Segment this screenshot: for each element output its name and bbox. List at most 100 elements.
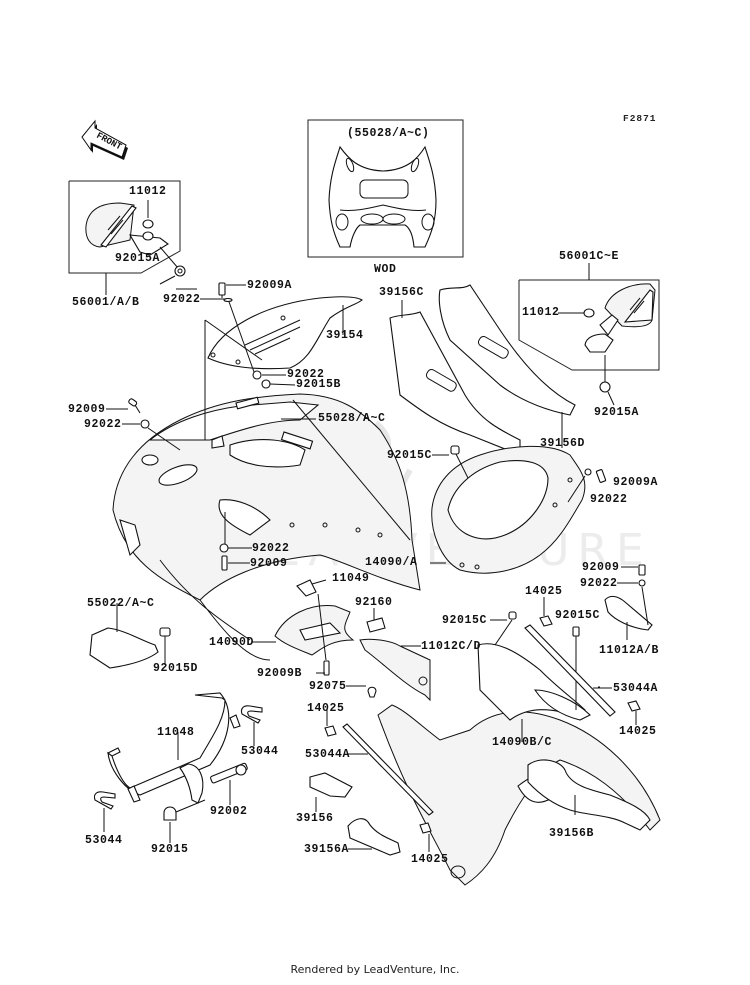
trim-strip-53044A-right — [524, 624, 616, 717]
part-label[interactable]: 39156A — [304, 843, 350, 856]
part-label[interactable]: 92015C — [555, 609, 601, 622]
right-mirror-cap-11012 — [583, 308, 595, 318]
part-label[interactable]: 92015D — [153, 662, 199, 675]
left-mirror-inset — [68, 180, 186, 295]
part-label[interactable]: 92015A — [594, 406, 640, 419]
right-mirror-base — [584, 333, 614, 353]
part-label[interactable]: 92009 — [582, 561, 620, 574]
part-label[interactable]: 14090/A — [365, 556, 418, 569]
part-label[interactable]: 14025 — [307, 702, 345, 715]
right-mirror-inset — [518, 263, 660, 406]
part-label[interactable]: 11012C/D — [421, 640, 482, 653]
part-label[interactable]: 11012 — [522, 306, 560, 319]
figure-number: F2871 — [623, 113, 657, 124]
trim-strip-53044A-left — [342, 723, 434, 816]
screw-92009A-windshield — [218, 282, 226, 296]
part-label[interactable]: 92015C — [442, 614, 488, 627]
rivet-92015C-cover — [450, 445, 460, 455]
part-label[interactable]: 92022 — [252, 542, 290, 555]
block-92160 — [366, 617, 386, 633]
cover-plate-55022 — [89, 627, 171, 669]
nut-92015 — [163, 806, 177, 821]
upper-cowl-55028 — [112, 319, 421, 661]
screw-92009-cowl — [128, 398, 138, 407]
rivet-92015C-left — [508, 611, 517, 620]
part-label[interactable]: 11049 — [332, 572, 370, 585]
part-label[interactable]: 14090D — [209, 636, 255, 649]
left-mirror-glass — [100, 205, 137, 248]
part-label[interactable]: 14025 — [411, 853, 449, 866]
washer-92022-cowl — [140, 419, 150, 429]
part-label[interactable]: 92022 — [590, 493, 628, 506]
leader-lines — [103, 284, 638, 852]
part-label[interactable]: 92022 — [84, 418, 122, 431]
windshield-39154 — [207, 282, 363, 389]
part-label[interactable]: 92015 — [151, 843, 189, 856]
part-label[interactable]: 92009A — [613, 476, 659, 489]
part-label[interactable]: 92022 — [287, 368, 325, 381]
panel-11012CD — [359, 638, 431, 702]
part-label[interactable]: 92009 — [68, 403, 106, 416]
left-mirror-nut-92015A — [174, 265, 186, 277]
screw-92009-side — [638, 564, 646, 576]
part-label[interactable]: 92009 — [250, 557, 288, 570]
clip-92015D — [159, 627, 171, 637]
part-label[interactable]: 53044A — [305, 748, 351, 761]
part-label[interactable]: 92009A — [247, 279, 293, 292]
part-label[interactable]: 92015A — [115, 252, 161, 265]
part-label[interactable]: 92002 — [210, 805, 248, 818]
rivet-92015C-right — [572, 626, 580, 637]
part-label[interactable]: 55028/A~C — [318, 412, 386, 425]
side-panel-14090BC — [377, 611, 661, 886]
wod-cowl-sketch — [328, 145, 437, 248]
front-direction-arrow: FRONT — [81, 119, 128, 160]
part-label[interactable]: 11012A/B — [599, 644, 660, 657]
part-label[interactable]: 92022 — [580, 577, 618, 590]
part-label[interactable]: 39156C — [379, 286, 425, 299]
inner-panel-39156C — [389, 311, 521, 456]
pad-39156B — [527, 759, 651, 831]
part-label[interactable]: 39154 — [326, 329, 364, 342]
inner-cover-14090A — [431, 445, 607, 574]
part-label[interactable]: 92015B — [296, 378, 342, 391]
screw-92009-lower — [221, 555, 228, 571]
clip-53044-lower — [93, 791, 116, 810]
part-label[interactable]: 56001/A/B — [72, 296, 140, 309]
part-label[interactable]: 92075 — [309, 680, 347, 693]
part-label[interactable]: 56001C~E — [559, 250, 620, 263]
render-credit: Rendered by LeadVenture, Inc. — [290, 963, 460, 976]
part-label[interactable]: 92015C — [387, 449, 433, 462]
frame-11048 — [106, 692, 248, 821]
part-label[interactable]: 14025 — [525, 585, 563, 598]
pad-14025-d — [419, 822, 432, 834]
part-label[interactable]: 53044 — [241, 745, 279, 758]
grommet-92075 — [367, 686, 377, 698]
part-label[interactable]: 11048 — [157, 726, 195, 739]
inner-panel-39156D — [438, 284, 576, 448]
pad-39156 — [309, 772, 353, 798]
part-label[interactable]: 39156B — [549, 827, 595, 840]
part-label[interactable]: 39156 — [296, 812, 334, 825]
clip-53044-upper — [240, 705, 263, 724]
part-label[interactable]: 53044 — [85, 834, 123, 847]
part-label[interactable]: 14025 — [619, 725, 657, 738]
part-label[interactable]: 92022 — [163, 293, 201, 306]
screw-92009B — [323, 660, 330, 676]
part-label[interactable]: 11012 — [129, 185, 167, 198]
side-panel-11012AB — [604, 564, 653, 631]
part-label[interactable]: 39156D — [540, 437, 586, 450]
bracket-11049 — [296, 579, 327, 597]
pad-14025-c — [324, 725, 337, 737]
upper-cowl-fasteners — [128, 398, 229, 571]
left-mirror-cap-11012 — [142, 219, 154, 229]
part-label[interactable]: 92009B — [257, 667, 303, 680]
nut-92015B-windshield — [261, 379, 271, 389]
pad-14025-b — [627, 700, 641, 712]
part-label[interactable]: 92160 — [355, 596, 393, 609]
part-label[interactable]: 55022/A~C — [87, 597, 155, 610]
part-label[interactable]: 14090B/C — [492, 736, 553, 749]
screw-92009A-cover — [595, 469, 607, 483]
part-label[interactable]: 53044A — [613, 682, 659, 695]
